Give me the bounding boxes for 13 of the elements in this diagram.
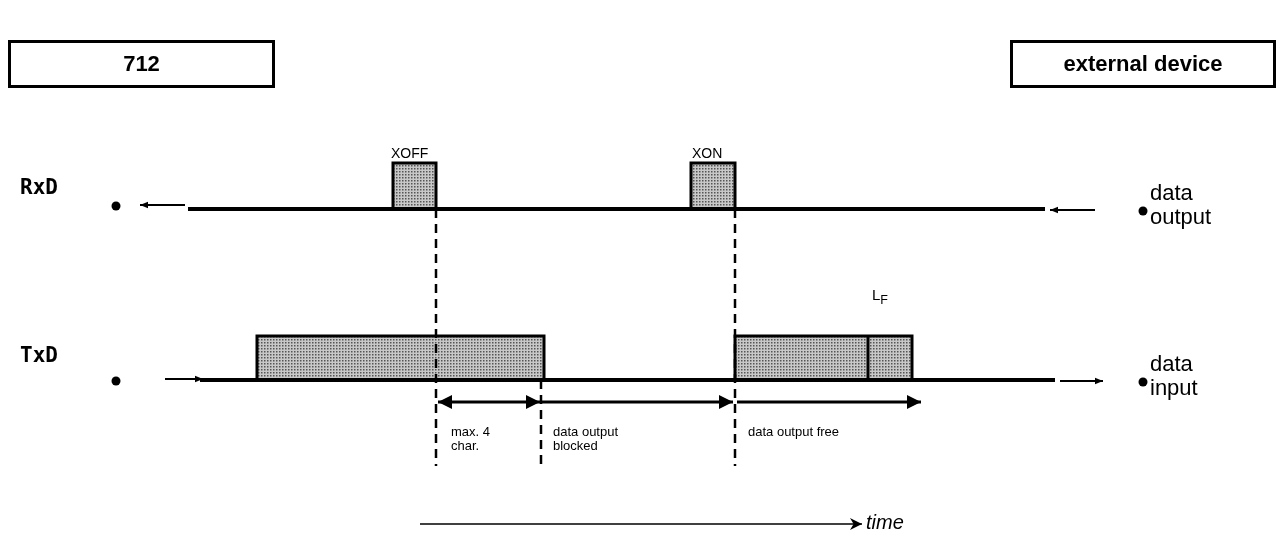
signal-name: TxD <box>20 344 58 368</box>
interval-label: data output blocked <box>553 425 620 454</box>
port-label: data output <box>1150 181 1213 230</box>
pulse-label: XON <box>692 146 723 162</box>
device-box: 712 <box>8 40 275 88</box>
interval-label: data output free <box>748 425 841 440</box>
interval-label: max. 4 char. <box>451 425 491 454</box>
port-label: data input <box>1150 352 1199 401</box>
signal-name: RxD <box>20 176 58 200</box>
axis-label: time <box>866 511 904 533</box>
device-box: external device <box>1010 40 1276 88</box>
character-label: L$_{F}$ <box>872 287 888 308</box>
pulse-label: XOFF <box>391 146 429 162</box>
